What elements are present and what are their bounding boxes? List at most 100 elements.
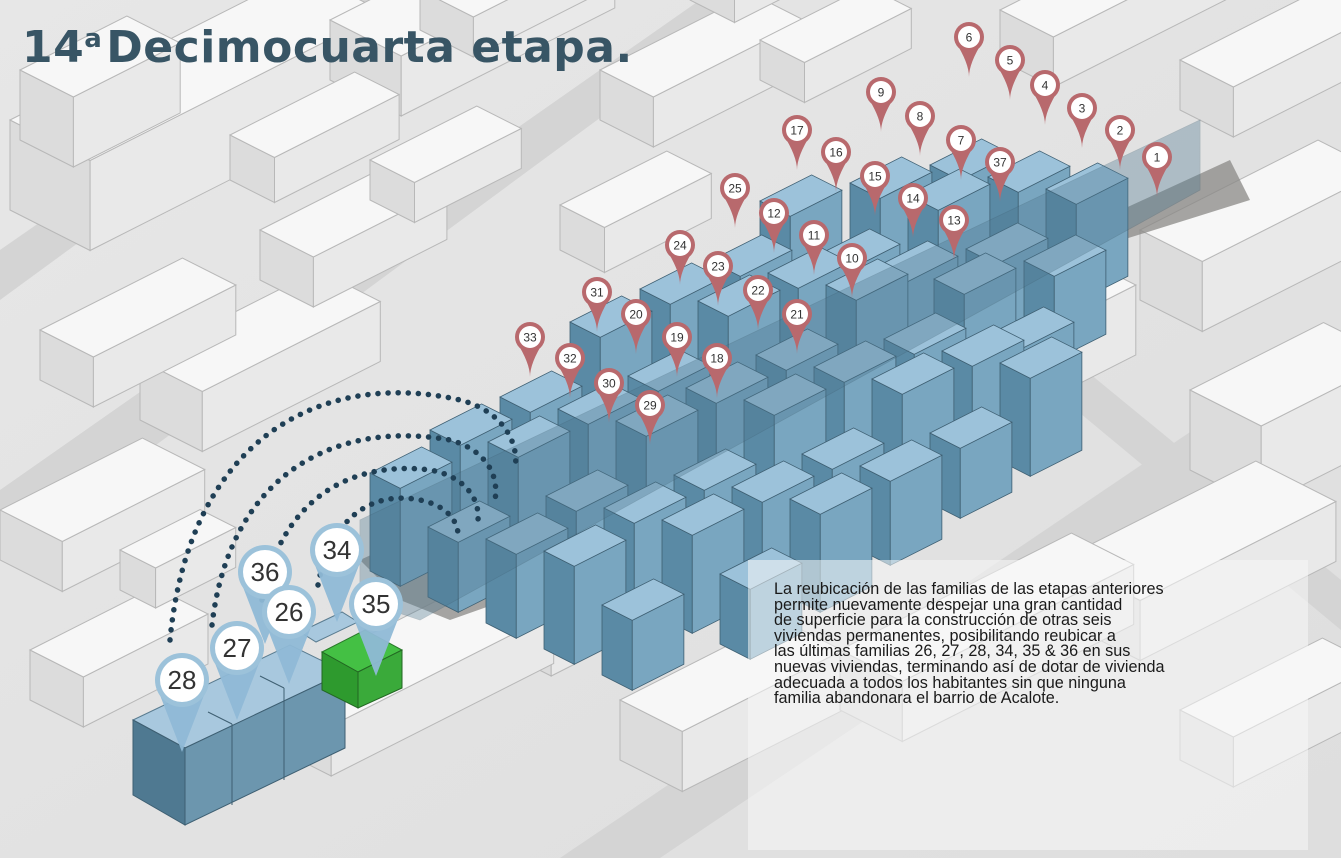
pin-marker-29: 29	[635, 390, 665, 445]
pin-label: 19	[670, 331, 684, 345]
pin-marker-3: 3	[1067, 93, 1097, 148]
pin-marker-2: 2	[1105, 115, 1135, 170]
title-number: 14	[22, 22, 85, 73]
pin-marker-19: 19	[662, 322, 692, 377]
title-ordinal: a	[84, 24, 103, 54]
large-pin-marker-35: 35	[349, 577, 403, 676]
pin-label: 1	[1154, 151, 1161, 165]
housing-complex	[359, 119, 1201, 691]
pin-label: 4	[1042, 79, 1049, 93]
background-building	[558, 150, 713, 274]
pin-marker-23: 23	[703, 251, 733, 306]
pin-label: 6	[966, 31, 973, 45]
pin-marker-9: 9	[866, 77, 896, 132]
pin-marker-7: 7	[946, 125, 976, 180]
description-panel	[748, 560, 1308, 850]
background-building	[28, 586, 210, 728]
new-house-side	[184, 671, 346, 826]
pin-marker-21: 21	[782, 299, 812, 354]
large-pin-marker-28: 28	[155, 653, 209, 752]
pin-label: 11	[808, 229, 821, 243]
pin-label: 9	[878, 86, 885, 100]
background-building	[689, 0, 781, 24]
pin-label: 32	[563, 352, 577, 366]
background-building	[18, 15, 182, 168]
pin-label: 29	[643, 399, 657, 413]
pin-label: 10	[845, 252, 859, 266]
pin-label: 20	[629, 308, 643, 322]
background-building	[228, 71, 401, 204]
pin-label: 13	[947, 214, 961, 228]
pin-label: 12	[767, 207, 781, 221]
large-pin-label: 34	[323, 535, 352, 565]
background-building	[419, 0, 588, 58]
pin-label: 15	[868, 170, 882, 184]
pin-label: 22	[751, 284, 765, 298]
pin-label: 5	[1007, 54, 1014, 68]
background-building	[1178, 0, 1341, 138]
housing-block	[859, 439, 943, 566]
pin-marker-10: 10	[837, 243, 867, 298]
pin-marker-24: 24	[665, 230, 695, 285]
pin-label: 31	[590, 286, 604, 300]
pin-marker-14: 14	[898, 183, 928, 238]
large-pin-marker-26: 26	[262, 585, 316, 684]
pin-label: 30	[602, 377, 616, 391]
pin-marker-13: 13	[939, 205, 969, 260]
large-pin-label: 27	[223, 633, 252, 663]
pin-marker-20: 20	[621, 299, 651, 354]
pin-label: 24	[673, 239, 687, 253]
small-markers: 6543219873717161514132512111024232221312…	[515, 22, 1172, 445]
pin-label: 8	[917, 110, 924, 124]
pin-marker-12: 12	[759, 198, 789, 253]
description-text: La reubicación de las familias de las et…	[774, 580, 1165, 708]
housing-block	[601, 578, 685, 691]
pin-marker-4: 4	[1030, 70, 1060, 125]
pin-marker-32: 32	[555, 343, 585, 398]
large-pin-marker-34: 34	[310, 523, 364, 622]
large-pin-label: 36	[251, 557, 280, 587]
pin-marker-15: 15	[860, 161, 890, 216]
background-building	[38, 257, 237, 408]
pin-label: 16	[829, 146, 843, 160]
pin-marker-18: 18	[702, 343, 732, 398]
pin-marker-22: 22	[743, 275, 773, 330]
pin-label: 3	[1079, 102, 1086, 116]
large-pin-label: 35	[362, 589, 391, 619]
pin-label: 14	[906, 192, 920, 206]
large-pin-label: 26	[275, 597, 304, 627]
pin-marker-30: 30	[594, 368, 624, 423]
relocation-arcs	[167, 390, 519, 643]
large-markers: 34 36 26 35 27 28	[155, 523, 403, 752]
pin-marker-37: 37	[985, 147, 1015, 202]
background-building	[758, 0, 913, 104]
green-house-side	[357, 649, 403, 709]
pin-marker-11: 11	[799, 220, 829, 275]
pin-marker-16: 16	[821, 137, 851, 192]
pin-marker-6: 6	[954, 22, 984, 77]
pin-label: 21	[790, 308, 804, 322]
pin-label: 25	[728, 182, 742, 196]
title-text: Decimocuarta etapa.	[106, 22, 633, 73]
pin-marker-8: 8	[905, 101, 935, 156]
pin-label: 33	[523, 331, 537, 345]
pin-label: 23	[711, 260, 725, 274]
large-pin-marker-27: 27	[210, 621, 264, 720]
pin-marker-17: 17	[782, 115, 812, 170]
pin-label: 7	[958, 134, 965, 148]
pin-marker-33: 33	[515, 322, 545, 377]
background-building	[118, 508, 237, 609]
pin-marker-25: 25	[720, 173, 750, 228]
pin-label: 17	[790, 124, 804, 138]
pin-label: 18	[710, 352, 724, 366]
large-pin-label: 28	[168, 665, 197, 695]
pin-label: 37	[993, 156, 1007, 170]
pin-marker-1: 1	[1142, 142, 1172, 197]
background-building	[0, 437, 206, 593]
pin-marker-31: 31	[582, 277, 612, 332]
pin-marker-5: 5	[995, 45, 1025, 100]
housing-block	[1023, 234, 1107, 361]
pin-label: 2	[1117, 124, 1124, 138]
background-building	[368, 105, 523, 224]
housing-block	[999, 336, 1083, 477]
